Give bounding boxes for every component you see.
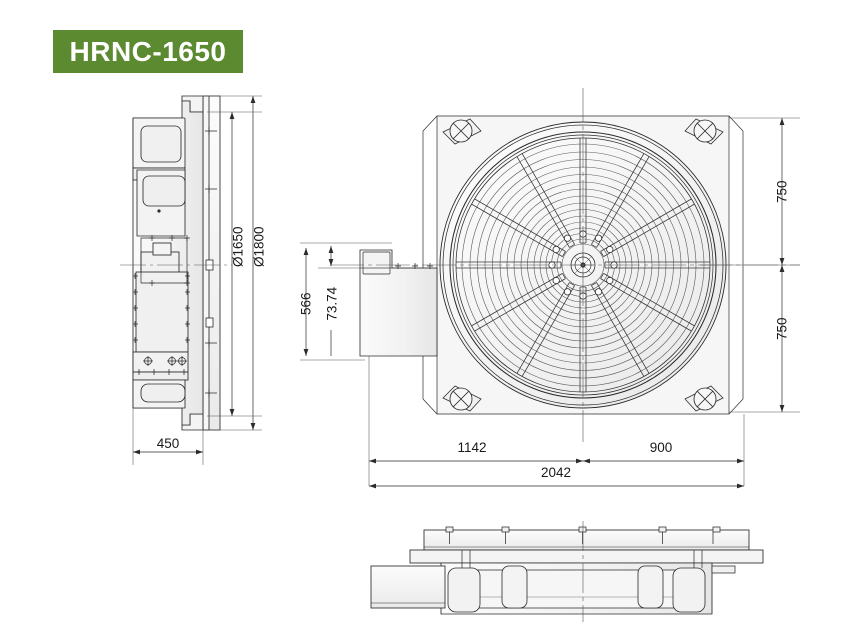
dim-label-2042: 2042 [540, 465, 572, 480]
dim-label-750-bottom: 750 [774, 317, 790, 341]
bottom-view [370, 521, 764, 622]
dim-label-900: 900 [649, 440, 673, 455]
dim-label-dia-1650: Ø1650 [230, 226, 246, 268]
model-badge: HRNC-1650 [53, 30, 243, 73]
dim-label-1142: 1142 [457, 440, 487, 455]
dim-label-450: 450 [156, 436, 180, 451]
corner-lug-group [442, 118, 724, 412]
side-view [120, 95, 262, 465]
front-view [300, 88, 800, 489]
dim-label-73-74: 73.74 [324, 286, 340, 321]
model-badge-label: HRNC-1650 [69, 35, 227, 67]
dim-label-dia-1800: Ø1800 [251, 226, 267, 268]
dim-label-750-top: 750 [774, 180, 790, 204]
dim-label-566: 566 [298, 292, 314, 316]
